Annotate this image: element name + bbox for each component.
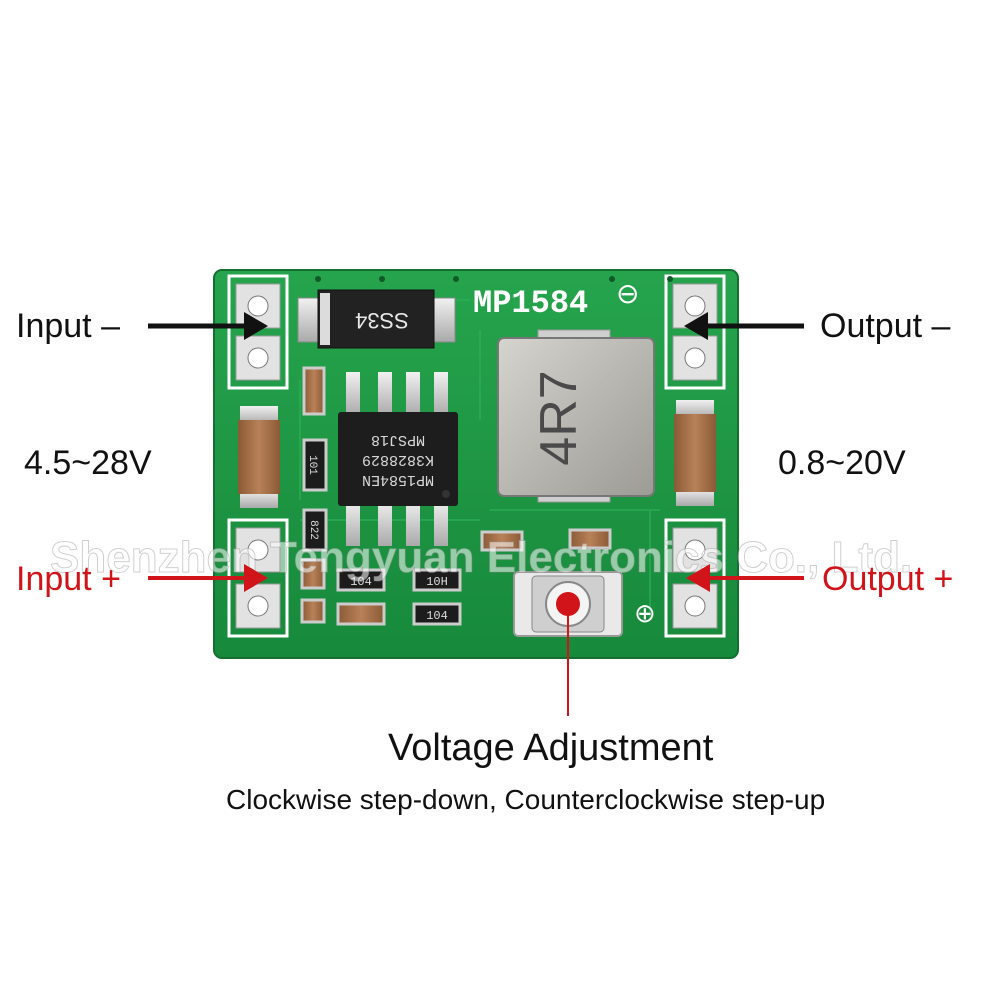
pcb-board: [213, 269, 739, 659]
small-capacitors-right: [480, 528, 612, 552]
input-positive-pad: [235, 527, 281, 629]
chip-silkscreen-label: MP1584: [473, 285, 588, 322]
output-positive-arrow: [686, 564, 804, 592]
resistor-104-b: 104: [412, 602, 462, 626]
plus-symbol: ⊕: [634, 599, 656, 629]
minus-symbol: ⊖: [616, 277, 639, 310]
inductor: 4R7: [497, 329, 655, 503]
output-capacitor: [674, 400, 716, 506]
output-negative-arrow: [684, 312, 804, 340]
input-negative-pad: [235, 283, 281, 381]
input-positive-arrow: [148, 564, 268, 592]
input-negative-arrow: [148, 312, 268, 340]
small-capacitor-top: [302, 366, 326, 416]
voltage-adjustment-subtitle: Clockwise step-down, Counterclockwise st…: [226, 784, 826, 815]
resistor-104-a: 104: [336, 568, 386, 592]
diode: SS34: [297, 289, 456, 349]
diode-marking: SS34: [355, 308, 409, 333]
resistor-2-marking: 822: [307, 520, 319, 540]
output-negative-label: Output –: [820, 307, 951, 345]
ic-marking-1: MP1584EN: [362, 471, 434, 488]
ic-marking-2: K3828829: [362, 451, 434, 468]
ic-marking-3: MPSJ18: [371, 431, 425, 448]
resistor-10h: 10H: [412, 568, 462, 592]
watermark: Shenzhen Tengyuan Electronics Co., Ltd.: [50, 533, 912, 582]
input-capacitor: [238, 406, 280, 508]
input-positive-label: Input +: [16, 560, 121, 598]
ic-chip: MP1584EN K3828829 MPSJ18: [338, 372, 458, 546]
output-voltage-range: 0.8~20V: [778, 444, 906, 482]
output-positive-label: Output +: [822, 560, 954, 598]
small-part-left: [300, 558, 326, 624]
resistor-5-marking: 104: [426, 609, 448, 623]
small-capacitor-bottom: [336, 602, 386, 626]
voltage-adjustment-title: Voltage Adjustment: [388, 727, 714, 769]
resistor-822: 822: [302, 508, 328, 552]
inductor-marking: 4R7: [530, 370, 588, 465]
resistor-4-marking: 10H: [426, 575, 448, 589]
input-negative-label: Input –: [16, 307, 120, 345]
resistor-101: 101: [302, 438, 328, 492]
resistor-1-marking: 101: [306, 455, 318, 475]
resistor-3-marking: 104: [350, 575, 372, 589]
input-voltage-range: 4.5~28V: [24, 444, 152, 482]
